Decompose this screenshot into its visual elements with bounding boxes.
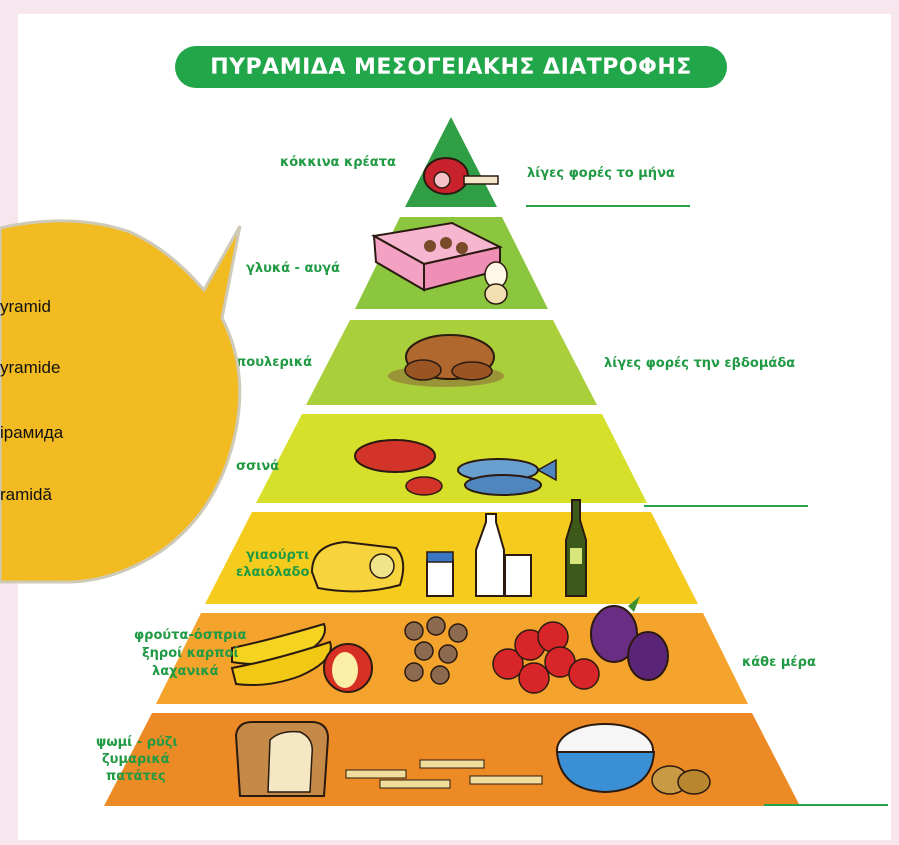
fruits-nuts-vegetables-illustration [230, 596, 669, 694]
speech-bubble-shape [0, 219, 242, 584]
answer-line-bottom [764, 804, 888, 806]
sweets-box-illustration [371, 221, 508, 305]
pyramid-title: ΠΥΡΑΜΙΔΑ ΜΕΣΟΓΕΙΑΚΗΣ ΔΙΑΤΡΟΦΗΣ [210, 54, 692, 80]
label-monthly: λίγες φορές το μήνα [527, 166, 675, 181]
label-dairy-line2: ελαιόλαδο [236, 565, 310, 580]
callout-item-3: ірамида [0, 423, 64, 442]
label-daily: κάθε μέρα [742, 655, 816, 670]
tier-seafood [256, 414, 647, 503]
answer-line-top [526, 205, 690, 207]
callout-item-4: ramidă [0, 485, 52, 504]
dairy-oil-illustration [310, 499, 587, 597]
label-grains-line3: πατάτες [106, 769, 166, 784]
lobster-fish-illustration [354, 439, 557, 496]
label-poultry: πουλερικά [236, 355, 312, 370]
label-dairy-line1: γιαούρτι [246, 548, 310, 563]
label-fruits-line2: ξηροί καρποί [142, 646, 239, 661]
answer-line-middle [644, 505, 808, 507]
label-fruits-line3: λαχανικά [152, 664, 219, 679]
callout-item-2: yramide [0, 358, 61, 377]
label-grains-line2: ζυμαρικά [102, 752, 170, 767]
translation-callout: yramid yramide ірамида ramidă [0, 0, 260, 600]
label-grains-line1: ψωμί - ρύζι [96, 735, 178, 750]
label-seafood: σσινά [236, 459, 280, 474]
label-weekly: λίγες φορές την εβδομάδα [604, 356, 796, 371]
grains-illustration [234, 721, 711, 797]
label-red-meat: κόκκινα κρέατα [280, 155, 396, 170]
ham-illustration [423, 157, 499, 195]
callout-item-1: yramid [0, 297, 52, 316]
label-sweets-eggs: γλυκά - αυγά [246, 261, 340, 276]
label-fruits-line1: φρούτα-όσπρια [134, 628, 247, 643]
roast-chicken-illustration [388, 334, 504, 387]
pyramid-title-banner: ΠΥΡΑΜΙΔΑ ΜΕΣΟΓΕΙΑΚΗΣ ΔΙΑΤΡΟΦΗΣ [175, 46, 727, 88]
